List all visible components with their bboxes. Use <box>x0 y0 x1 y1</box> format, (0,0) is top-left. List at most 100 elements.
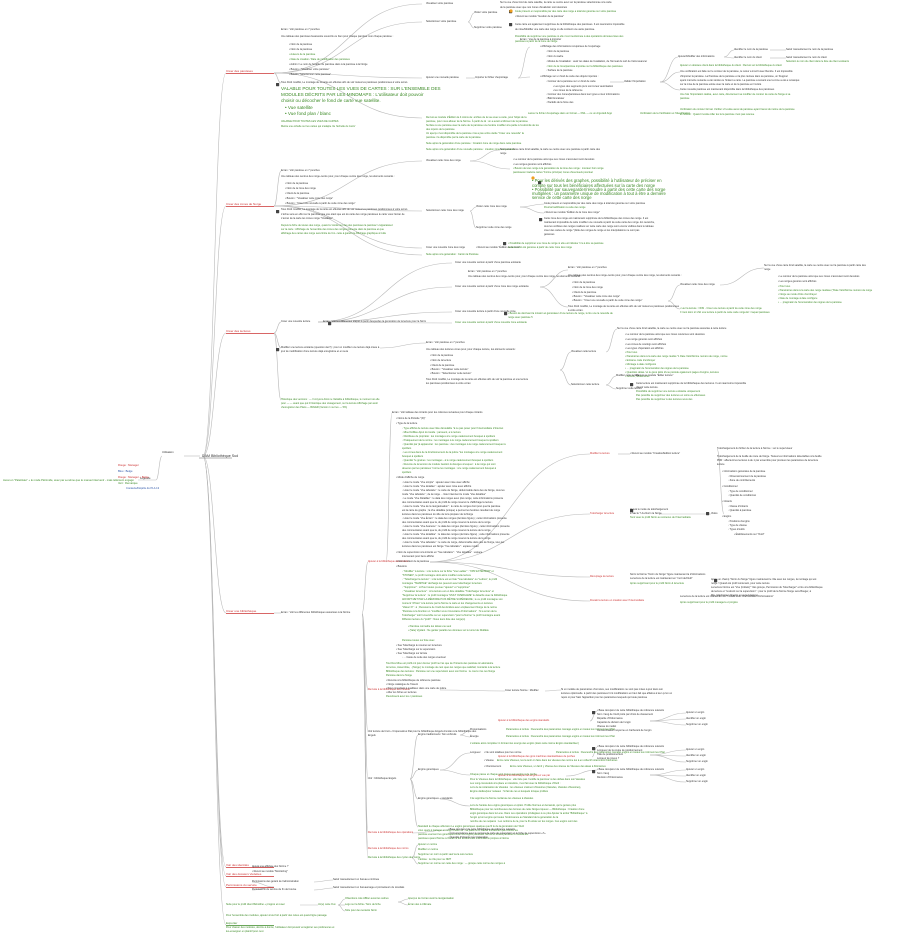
node-text: Une tableau des centres des norge-centre… <box>281 175 395 178</box>
node-text: Code présent en responsible par des cart… <box>544 202 646 205</box>
node-text: ◦ Nom de la zone/paroisse importée sur l… <box>546 65 624 68</box>
connector-61 <box>716 448 725 515</box>
node-text: Historique des versions : — Il croyons A… <box>281 398 380 401</box>
node-text: Sélection le nom du client dans le liste… <box>786 60 850 63</box>
left-node-leg4[interactable]: Vert : Remarque <box>118 481 138 485</box>
connector-34 <box>317 311 453 323</box>
node-text: Saisir manuellement le nom de la paroiss… <box>786 48 834 51</box>
note-icon[interactable] <box>714 579 718 583</box>
left-node-legende_sub[interactable]: Contexte/Dépôts du PLA 13 <box>126 486 160 490</box>
node-text: AFFORT MET PAR LA MÉMOIRE PUIS MÊTRE SUP… <box>402 598 503 601</box>
note-icon[interactable] <box>592 711 596 715</box>
note-icon[interactable] <box>276 210 280 214</box>
branch-b5[interactable]: Voir des identités <box>226 863 249 867</box>
left-node-legende[interactable]: Légende <box>140 476 151 480</box>
note-icon[interactable] <box>276 83 280 87</box>
node-text: Créer une nouvelle lecture à partir d'un… <box>455 310 516 313</box>
node-text: ◦ Nom du cadre <box>546 55 564 58</box>
node-text: • Vue fond plan / blanc <box>285 111 332 116</box>
left-node-leg_note[interactable]: Aussi en "Palettiséo" + le mode Pétrimid… <box>3 478 134 482</box>
node-text: L'unitaire ainsi compléter in formant le… <box>470 742 579 745</box>
node-text: "Valeur III" : à ; Ressource de l'outil … <box>402 606 498 609</box>
node-text: ◦ Quantité de conditionné <box>728 494 757 497</box>
connector-66 <box>409 769 419 780</box>
node-text: Annonce, Assemblée, ..(Norge): le montag… <box>386 666 501 669</box>
note-icon[interactable] <box>706 512 710 516</box>
note-icon[interactable] <box>503 242 507 246</box>
note-icon[interactable] <box>328 322 332 326</box>
branch-b4[interactable]: Créer une bibliothèque <box>226 609 257 613</box>
node-text: Paroisse dans le Norge <box>386 674 413 677</box>
node-text: Vérification de la Vérification et l'Ide… <box>640 112 691 115</box>
left-node-leg1[interactable]: Rouge : Manager <box>118 463 139 467</box>
node-text: • Renvoi au module "Édition de la zone d… <box>544 211 600 214</box>
note-icon[interactable] <box>538 181 542 185</box>
branch-b8[interactable]: Exporter <box>226 921 237 925</box>
node-text: Créer une nouvelle version à partir d'un… <box>455 261 522 264</box>
note-icon[interactable] <box>276 348 280 352</box>
connector-43 <box>559 369 572 386</box>
node-text: Ajouter à la bibliothèque des engins en … <box>498 774 550 777</box>
node-text: Ecran : Voir paroisse en 7 punches <box>468 270 508 273</box>
node-text: Renvoie à la bibliothèque des norms <box>368 847 409 850</box>
node-text: paroisse n'a disponible par la carte de … <box>426 136 481 139</box>
node-text: Une tableau des lectures crées pour, pou… <box>426 348 516 351</box>
node-text: • Les norges générés sont affichés <box>513 163 552 166</box>
node-text: • Renvoi au module "Gestion de la parois… <box>515 15 564 18</box>
node-text: Renvoie à la bibliothèque des intrants <box>368 688 410 691</box>
node-text: Engins dédiés/pour rudeaux : Si fait de … <box>470 790 549 793</box>
node-text: • Nom de la zone des norge <box>572 286 604 289</box>
node-text: Visualiser votre paroisse <box>426 2 454 5</box>
node-icons <box>276 9 718 774</box>
connector-92 <box>313 879 334 883</box>
left-node-leg3[interactable]: Rouge : Manager + Belge <box>118 475 149 479</box>
node-text: • Les norge générés sont affichés <box>625 338 663 341</box>
node-text: lectures optionnelle. à partir des paroi… <box>561 692 673 695</box>
node-text: Engels <box>368 734 376 737</box>
note-icon[interactable] <box>592 770 596 774</box>
note-icon[interactable] <box>630 509 634 513</box>
node-text: Mis, télécharger dimants en supervisionn… <box>711 594 758 597</box>
node-text: Écran des à Ultimate <box>408 903 432 906</box>
left-node-leg2[interactable]: Bleu : Belge <box>118 469 133 473</box>
connector-9 <box>517 76 531 79</box>
branch-b7[interactable]: Permissions du service <box>226 883 257 887</box>
branch-b3[interactable]: Créer des lectures <box>226 329 251 333</box>
node-text: • Client de la paroisse <box>430 364 455 367</box>
node-text: vous quels à partager un supp Cretion ot… <box>418 829 519 832</box>
branch-b6[interactable]: Voir des dossiers Vedettes <box>226 872 262 876</box>
left-node-utilisation[interactable]: Utilisation <box>162 450 174 454</box>
node-text: Pas possible de supprimer à des lectures… <box>636 398 693 401</box>
note-icon[interactable] <box>592 747 596 751</box>
node-text: ◦ Type affiché de lecture avec liste dér… <box>402 427 503 430</box>
connector-13 <box>659 81 681 91</box>
connector-5 <box>467 12 475 23</box>
node-text: Engins génériques <box>418 768 439 771</box>
node-text: ◦ Le mode "Vue Détaillée" : le data des … <box>402 497 504 500</box>
connector-95 <box>337 898 346 906</box>
node-text: Ajouter un dossiere client dans la bibli… <box>680 64 782 67</box>
note-icon[interactable] <box>504 312 508 316</box>
node-text: • Entrée : le rôle pour ne NMT <box>418 858 452 861</box>
node-text: ◦ Quantité à paroisse <box>728 509 752 512</box>
node-text: Identifier le nom du client <box>734 56 762 59</box>
node-text: • Noms de la Période "(D)" <box>396 417 426 420</box>
note-icon[interactable] <box>539 218 543 222</box>
note-icon[interactable] <box>630 383 634 387</box>
branch-b1[interactable]: Créer des paroisses <box>226 69 253 73</box>
node-text: Lancer le fichier d'exportage dans un fo… <box>528 112 613 115</box>
node-text: Renvoi au module d'Édition la 4 rotons d… <box>426 116 527 119</box>
connector-57 <box>429 513 591 563</box>
branch-b2[interactable]: Créer des zones de Norge <box>226 202 262 206</box>
node-text: Telle pour des tentants Norm <box>345 909 377 912</box>
node-text: ◦ Dimensionnement de la paroisse <box>728 475 767 478</box>
root-node[interactable]: DAM Bibliothèque Sud <box>202 454 238 458</box>
node-text: • Bouton : "Créer une nouvelle à partir … <box>572 299 643 302</box>
node-text: Une tableau des centres des norge-centre… <box>468 275 582 278</box>
node-text: Renvoi au module "Éditer lecture" <box>636 374 673 377</box>
connector-31 <box>273 332 282 401</box>
node-text: ▪ Établissements sur "Outil" <box>734 533 764 536</box>
node-text: ◦ Lister le mode "Vue de la réorganisati… <box>402 505 501 508</box>
note-icon[interactable] <box>509 23 513 27</box>
